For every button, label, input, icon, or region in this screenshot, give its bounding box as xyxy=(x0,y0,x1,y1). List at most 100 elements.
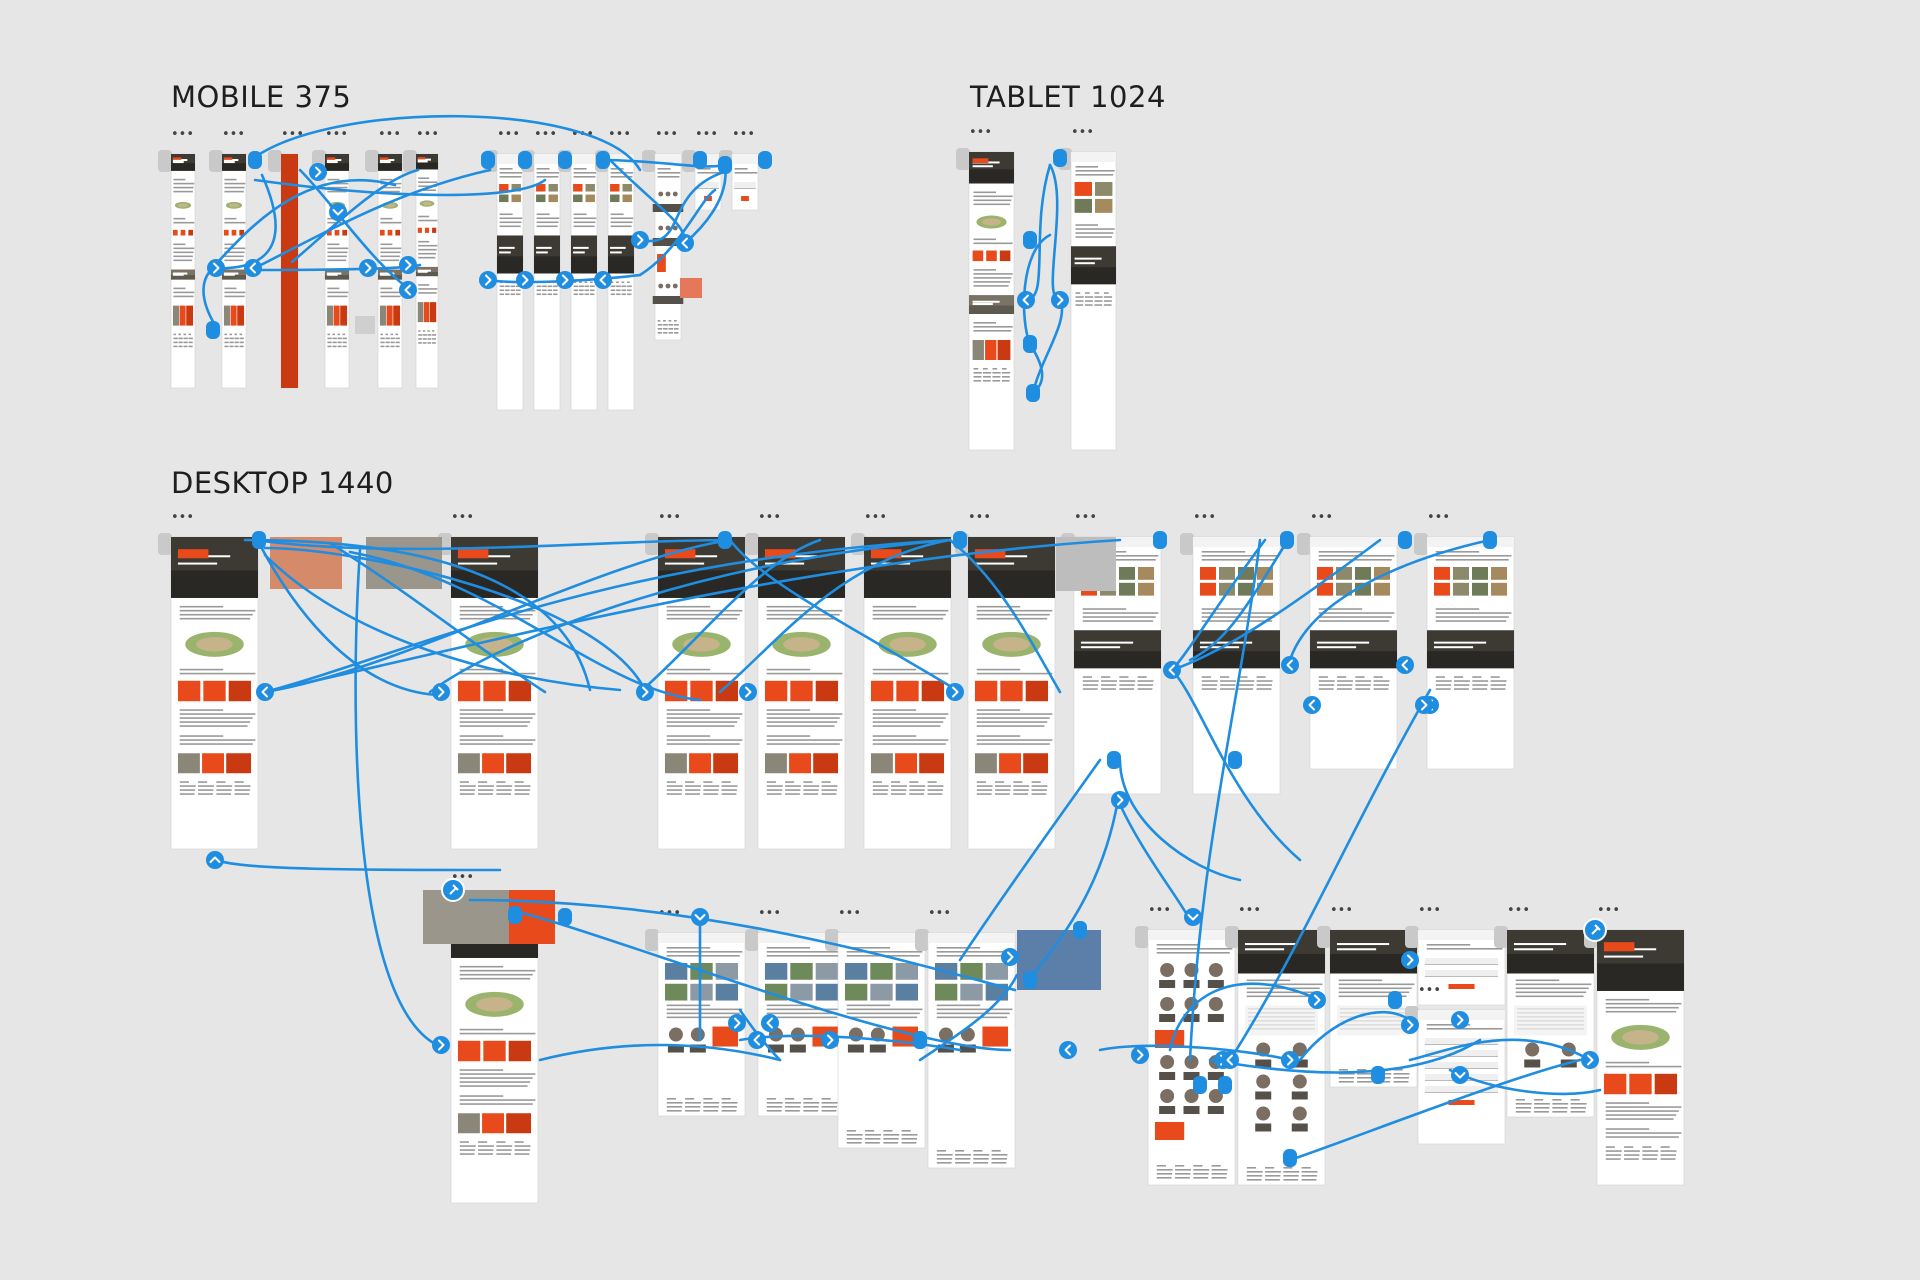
artboard-36[interactable]: ••• xyxy=(1494,903,1595,1118)
connector-node-53[interactable] xyxy=(508,906,522,924)
blue-connector-node[interactable] xyxy=(1401,951,1419,969)
connector-node-26[interactable] xyxy=(1023,231,1037,249)
blue-connector-node[interactable] xyxy=(1107,751,1121,769)
blue-connector-node[interactable] xyxy=(206,851,224,869)
blue-connector-node[interactable] xyxy=(556,271,574,289)
blue-connector-node[interactable] xyxy=(1153,531,1167,549)
artboard-menu-icon[interactable]: ••• xyxy=(1074,510,1097,525)
blue-connector-node[interactable] xyxy=(432,683,450,701)
artboard-menu-icon[interactable]: ••• xyxy=(758,510,781,525)
artboard-menu-icon[interactable]: ••• xyxy=(1071,125,1094,140)
blue-connector-node[interactable] xyxy=(631,231,649,249)
blue-connector-node[interactable] xyxy=(309,163,327,181)
connector-node-25[interactable] xyxy=(1051,291,1069,309)
connector-node-59[interactable] xyxy=(821,1031,839,1049)
connector-node-8[interactable] xyxy=(399,256,417,274)
artboard-menu-icon[interactable]: ••• xyxy=(222,127,245,142)
connector-node-6[interactable] xyxy=(329,203,347,221)
blue-connector-node[interactable] xyxy=(252,531,266,549)
artboard-13[interactable]: ••• xyxy=(719,127,759,211)
blue-connector-node[interactable] xyxy=(399,281,417,299)
artboard-menu-icon[interactable]: ••• xyxy=(497,127,520,142)
blue-connector-node[interactable] xyxy=(1221,1051,1239,1069)
connector-node-29[interactable] xyxy=(252,531,266,549)
blue-connector-node[interactable] xyxy=(481,151,495,169)
artboard-20[interactable]: ••• xyxy=(851,510,952,850)
blue-connector-node[interactable] xyxy=(1059,1041,1077,1059)
artboard-menu-icon[interactable]: ••• xyxy=(969,125,992,140)
blue-connector-node[interactable] xyxy=(329,203,347,221)
blue-connector-node[interactable] xyxy=(1193,1076,1207,1094)
blue-connector-node[interactable] xyxy=(594,271,612,289)
connector-node-42[interactable] xyxy=(1396,656,1414,674)
connector-node-81[interactable] xyxy=(1193,1076,1207,1094)
connector-node-35[interactable] xyxy=(718,531,732,549)
artboard-16[interactable]: ••• xyxy=(158,510,259,850)
connector-node-19[interactable] xyxy=(676,234,694,252)
connector-node-24[interactable] xyxy=(1017,291,1035,309)
artboard-frame[interactable] xyxy=(1417,929,1506,1006)
artboard-22[interactable]: ••• xyxy=(1061,510,1162,795)
connector-node-21[interactable] xyxy=(718,156,732,174)
blue-connector-node[interactable] xyxy=(821,1031,839,1049)
connector-node-70[interactable] xyxy=(1401,1016,1419,1034)
blue-connector-node[interactable] xyxy=(1111,791,1129,809)
blue-connector-node[interactable] xyxy=(1023,335,1037,353)
blue-connector-node[interactable] xyxy=(636,683,654,701)
blue-connector-node[interactable] xyxy=(1303,696,1321,714)
blue-connector-node[interactable] xyxy=(913,1031,927,1049)
blue-connector-node[interactable] xyxy=(596,151,610,169)
artboard-23[interactable]: ••• xyxy=(1180,510,1281,795)
artboard-37[interactable]: ••• xyxy=(1584,903,1685,1186)
connector-node-67[interactable] xyxy=(1221,1051,1239,1069)
connector-node-23[interactable] xyxy=(1053,149,1067,167)
blue-connector-node[interactable] xyxy=(748,1031,766,1049)
blue-connector-node[interactable] xyxy=(946,683,964,701)
connector-node-20[interactable] xyxy=(693,151,707,169)
artboard-34[interactable]: ••• xyxy=(1405,903,1506,1006)
artboard-menu-icon[interactable]: ••• xyxy=(968,510,991,525)
artboard-menu-icon[interactable]: ••• xyxy=(1597,903,1620,918)
artboard-menu-icon[interactable]: ••• xyxy=(325,127,348,142)
connector-node-72[interactable] xyxy=(1401,951,1419,969)
artboard-menu-icon[interactable]: ••• xyxy=(416,127,439,142)
connector-node-49[interactable] xyxy=(1111,791,1129,809)
artboard-14[interactable]: ••• xyxy=(956,125,1015,451)
blue-connector-node[interactable] xyxy=(1451,1011,1469,1029)
blue-connector-node[interactable] xyxy=(1281,1051,1299,1069)
artboard-18[interactable]: ••• xyxy=(645,510,746,850)
artboard-menu-icon[interactable]: ••• xyxy=(608,127,631,142)
blue-connector-node[interactable] xyxy=(359,259,377,277)
connector-node-14[interactable] xyxy=(594,271,612,289)
blue-connector-node[interactable] xyxy=(1581,1051,1599,1069)
blue-connector-node[interactable] xyxy=(693,151,707,169)
artboard-10[interactable]: ••• xyxy=(595,127,635,411)
connector-node-12[interactable] xyxy=(516,271,534,289)
connector-node-51[interactable] xyxy=(432,1036,450,1054)
artboard-2[interactable]: ••• xyxy=(209,127,247,389)
blue-connector-node[interactable] xyxy=(1401,1016,1419,1034)
blue-connector-node[interactable] xyxy=(953,531,967,549)
connector-node-13[interactable] xyxy=(556,271,574,289)
connector-node-39[interactable] xyxy=(1280,531,1294,549)
blue-connector-node[interactable] xyxy=(1023,971,1037,989)
artboard-15[interactable]: ••• xyxy=(1058,125,1117,451)
connector-node-79[interactable] xyxy=(1283,1149,1297,1167)
connector-node-47[interactable] xyxy=(1107,751,1121,769)
blue-connector-node[interactable] xyxy=(691,908,709,926)
artboard-menu-icon[interactable]: ••• xyxy=(451,510,474,525)
artboard-menu-icon[interactable]: ••• xyxy=(838,906,861,921)
blue-connector-node[interactable] xyxy=(728,1014,746,1032)
connector-node-34[interactable] xyxy=(946,683,964,701)
connector-node-30[interactable] xyxy=(256,683,274,701)
artboard-menu-icon[interactable]: ••• xyxy=(1238,903,1261,918)
connector-node-5[interactable] xyxy=(309,163,327,181)
artboard-menu-icon[interactable]: ••• xyxy=(695,127,718,142)
artboard-31[interactable]: ••• xyxy=(1135,903,1236,1186)
connector-node-2[interactable] xyxy=(207,259,225,277)
connector-node-16[interactable] xyxy=(558,151,572,169)
artboard-menu-icon[interactable]: ••• xyxy=(658,510,681,525)
artboard-6[interactable]: ••• xyxy=(403,127,439,389)
artboard-menu-icon[interactable]: ••• xyxy=(1507,903,1530,918)
connector-node-15[interactable] xyxy=(518,151,532,169)
